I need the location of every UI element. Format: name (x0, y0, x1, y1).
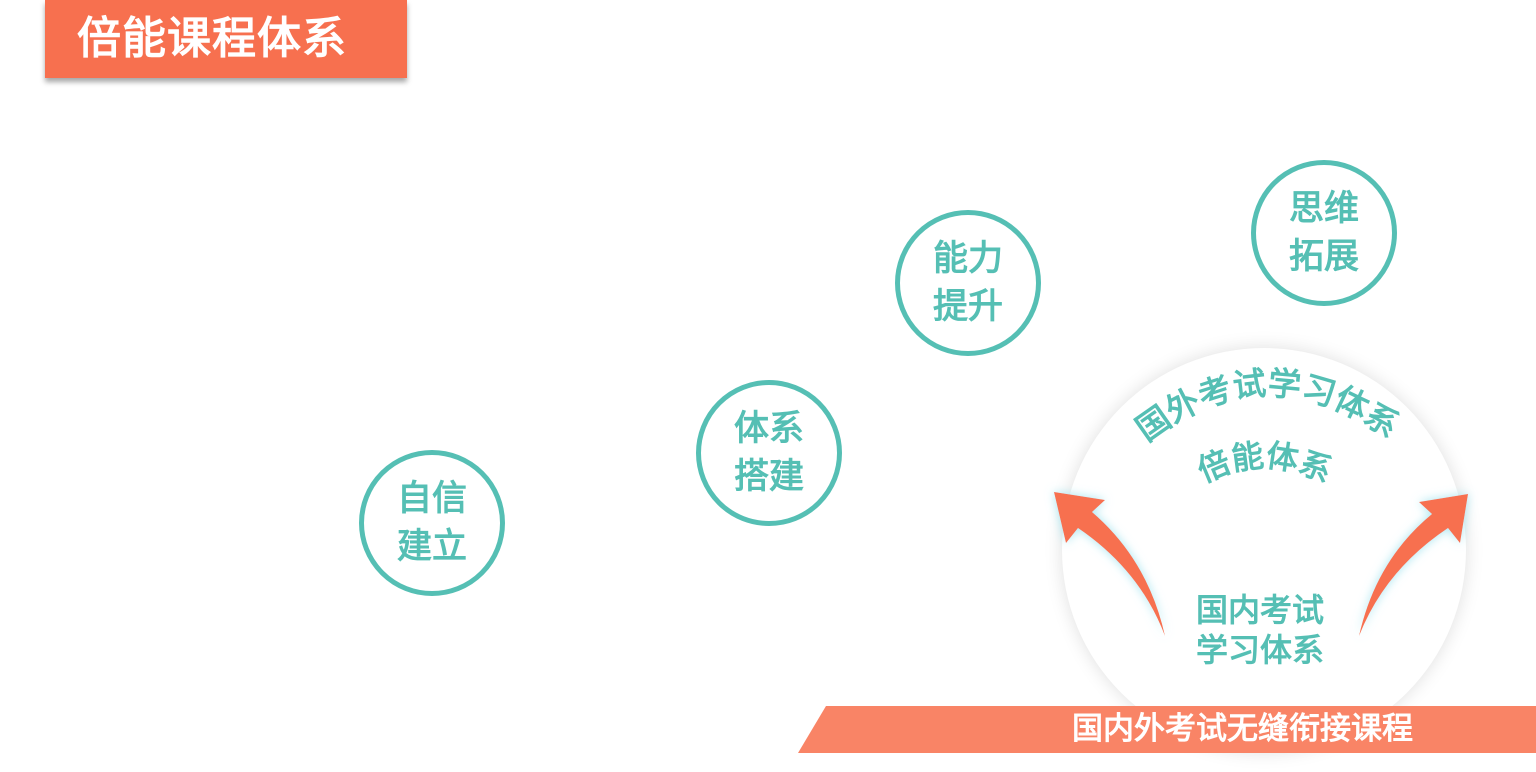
beineng-system-label: 倍能体系 (1192, 436, 1338, 490)
stage-label-line1: 能力 (932, 239, 1003, 279)
left-arrow-icon (1054, 492, 1165, 636)
stage-label-line2: 拓展 (1288, 237, 1359, 277)
stage-label-line2: 建立 (396, 527, 467, 567)
bottom-banner (798, 706, 1536, 753)
page-title: 倍能课程体系 (45, 0, 407, 78)
stage-label-line1: 体系 (733, 409, 804, 449)
stage-confidence: 自信 建立 (359, 450, 505, 596)
stage-label-line2: 提升 (932, 287, 1003, 327)
domestic-system-label: 国内考试 学习体系 (1180, 590, 1340, 670)
domestic-label-line1: 国内考试 (1195, 591, 1324, 629)
right-arrow-icon (1359, 494, 1468, 636)
stage-system-building: 体系 搭建 (696, 380, 842, 526)
stage-label-line1: 思维 (1288, 189, 1359, 229)
international-system-label: 国外考试学习体系 (1129, 363, 1406, 449)
stage-label-line2: 搭建 (733, 457, 804, 497)
stage-ability-improvement: 能力 提升 (895, 210, 1041, 356)
banner-text: 国内外考试无缝衔接课程 (1072, 711, 1413, 747)
domestic-label-line2: 学习体系 (1195, 631, 1324, 669)
stage-label-line1: 自信 (396, 479, 467, 519)
stage-thinking-expansion: 思维 拓展 (1251, 160, 1397, 306)
